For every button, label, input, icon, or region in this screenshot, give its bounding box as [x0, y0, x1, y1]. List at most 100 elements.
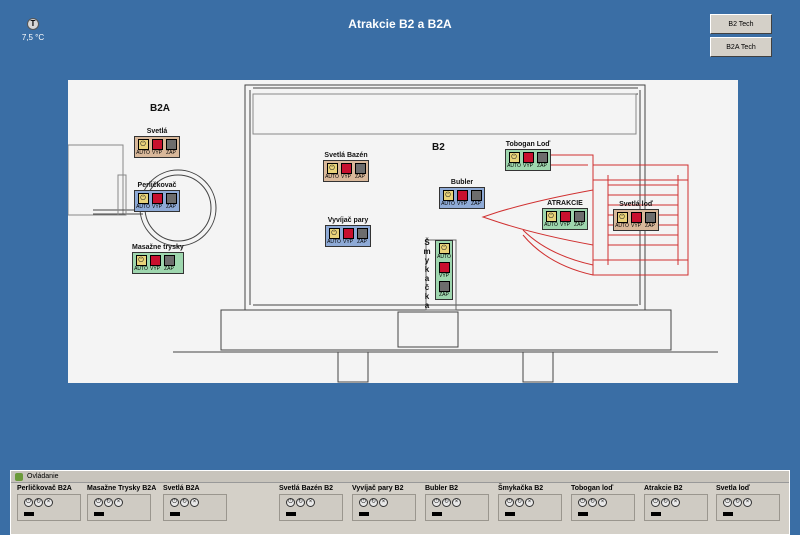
- widget-title: Vyvíjač pary: [327, 217, 369, 224]
- off-icon[interactable]: ×: [598, 498, 607, 507]
- zap-button[interactable]: [470, 190, 482, 201]
- vyvijac-pary-control: Vyvíjač pary ⏻AUTO VYP ZAP: [325, 217, 371, 247]
- zap-button[interactable]: [438, 281, 450, 292]
- zap-label: ZAP: [166, 204, 176, 210]
- auto-button[interactable]: ⏻: [442, 190, 454, 201]
- vyp-button[interactable]: [149, 255, 161, 266]
- power-icon[interactable]: ⏻: [24, 498, 33, 507]
- vyp-button[interactable]: [151, 139, 163, 150]
- auto-cycle-icon[interactable]: ↻: [661, 498, 670, 507]
- off-icon[interactable]: ×: [190, 498, 199, 507]
- panel-cell-vyvijac-pary-b2: Vyvíjač pary B2 ⏻↻×: [352, 485, 416, 521]
- zap-button[interactable]: [163, 255, 175, 266]
- zap-button[interactable]: [165, 139, 177, 150]
- auto-cycle-icon[interactable]: ↻: [34, 498, 43, 507]
- auto-cycle-icon[interactable]: ↻: [588, 498, 597, 507]
- widget-title: Masažne trysky: [132, 244, 184, 251]
- vyp-button[interactable]: [340, 163, 352, 174]
- auto-cycle-icon[interactable]: ↻: [369, 498, 378, 507]
- panel-cell-label: Svetla loď: [716, 485, 750, 492]
- off-icon[interactable]: ×: [114, 498, 123, 507]
- auto-label: AUTO: [134, 266, 148, 272]
- power-icon[interactable]: ⏻: [286, 498, 295, 507]
- svetla-bazen-control: Svetlá Bazén ⏻AUTO VYP ZAP: [323, 152, 369, 182]
- auto-cycle-icon[interactable]: ↻: [104, 498, 113, 507]
- auto-button[interactable]: ⏻: [135, 255, 147, 266]
- off-icon[interactable]: ×: [671, 498, 680, 507]
- off-icon[interactable]: ×: [452, 498, 461, 507]
- vyp-button[interactable]: [151, 193, 163, 204]
- panel-cell-svetla-bazen-b2: Svetlá Bazén B2 ⏻↻×: [279, 485, 343, 521]
- zap-button[interactable]: [644, 212, 656, 223]
- zap-button[interactable]: [356, 228, 368, 239]
- power-icon[interactable]: ⏻: [505, 498, 514, 507]
- auto-button[interactable]: ⏻: [545, 211, 557, 222]
- off-icon[interactable]: ×: [306, 498, 315, 507]
- vyp-button[interactable]: [522, 152, 534, 163]
- auto-button[interactable]: ⏻: [616, 212, 628, 223]
- vyp-button[interactable]: [559, 211, 571, 222]
- auto-label: AUTO: [441, 201, 455, 207]
- power-icon[interactable]: ⏻: [170, 498, 179, 507]
- auto-label: AUTO: [327, 239, 341, 245]
- auto-button[interactable]: ⏻: [326, 163, 338, 174]
- b2-tech-button[interactable]: B2 Tech: [710, 14, 772, 34]
- b2a-tech-button[interactable]: B2A Tech: [710, 37, 772, 57]
- thermometer-icon: T: [27, 18, 39, 30]
- panel-cell-label: Perličkovač B2A: [17, 485, 72, 492]
- power-icon[interactable]: ⏻: [578, 498, 587, 507]
- auto-button[interactable]: ⏻: [137, 193, 149, 204]
- vyp-button[interactable]: [630, 212, 642, 223]
- panel-cell-label: Svetlá B2A: [163, 485, 200, 492]
- zap-label: ZAP: [166, 150, 176, 156]
- vyp-label: VYP: [559, 222, 570, 228]
- zap-button[interactable]: [354, 163, 366, 174]
- auto-button[interactable]: ⏻: [137, 139, 149, 150]
- panel-cell-label: Vyvíjač pary B2: [352, 485, 404, 492]
- auto-button[interactable]: ⏻: [328, 228, 340, 239]
- power-icon[interactable]: ⏻: [94, 498, 103, 507]
- zap-button[interactable]: [536, 152, 548, 163]
- zone-b2-label: B2: [432, 142, 445, 153]
- off-icon[interactable]: ×: [44, 498, 53, 507]
- auto-button[interactable]: ⏻: [508, 152, 520, 163]
- off-icon[interactable]: ×: [743, 498, 752, 507]
- vyp-button[interactable]: [456, 190, 468, 201]
- status-bar: [24, 512, 34, 516]
- floor-plan-drawing: [68, 84, 718, 383]
- status-bar: [723, 512, 733, 516]
- auto-cycle-icon[interactable]: ↻: [515, 498, 524, 507]
- svetla-b2a-control: Svetlá ⏻AUTO VYP ZAP: [134, 128, 180, 158]
- power-icon[interactable]: ⏻: [432, 498, 441, 507]
- panel-cell-label: Svetlá Bazén B2: [279, 485, 334, 492]
- auto-button[interactable]: ⏻: [438, 243, 450, 254]
- power-icon[interactable]: ⏻: [651, 498, 660, 507]
- atrakcie-control: ATRAKCIE ⏻AUTO VYP ZAP: [542, 200, 588, 230]
- auto-cycle-icon[interactable]: ↻: [733, 498, 742, 507]
- zap-label: ZAP: [357, 239, 367, 245]
- vyp-label: VYP: [522, 163, 533, 169]
- zap-button[interactable]: [573, 211, 585, 222]
- vyp-label: VYP: [438, 273, 449, 279]
- power-icon[interactable]: ⏻: [359, 498, 368, 507]
- auto-cycle-icon[interactable]: ↻: [180, 498, 189, 507]
- power-icon[interactable]: ⏻: [723, 498, 732, 507]
- status-bar: [505, 512, 515, 516]
- vyp-button[interactable]: [342, 228, 354, 239]
- zap-label: ZAP: [355, 174, 365, 180]
- off-icon[interactable]: ×: [379, 498, 388, 507]
- auto-cycle-icon[interactable]: ↻: [296, 498, 305, 507]
- zap-label: ZAP: [574, 222, 584, 228]
- auto-label: AUTO: [507, 163, 521, 169]
- floor-plan: B2A B2 Svetlá ⏻AUTO VYP ZAP Perličkovač …: [68, 80, 738, 383]
- zap-button[interactable]: [165, 193, 177, 204]
- auto-cycle-icon[interactable]: ↻: [442, 498, 451, 507]
- zap-label: ZAP: [645, 223, 655, 229]
- off-icon[interactable]: ×: [525, 498, 534, 507]
- vyp-label: VYP: [149, 266, 160, 272]
- control-panel: Ovládanie Perličkovač B2A ⏻↻× Masažne Tr…: [10, 470, 790, 535]
- vyp-button[interactable]: [438, 262, 450, 273]
- widget-title: Tobogan Loď: [505, 141, 551, 148]
- vyp-label: VYP: [151, 204, 162, 210]
